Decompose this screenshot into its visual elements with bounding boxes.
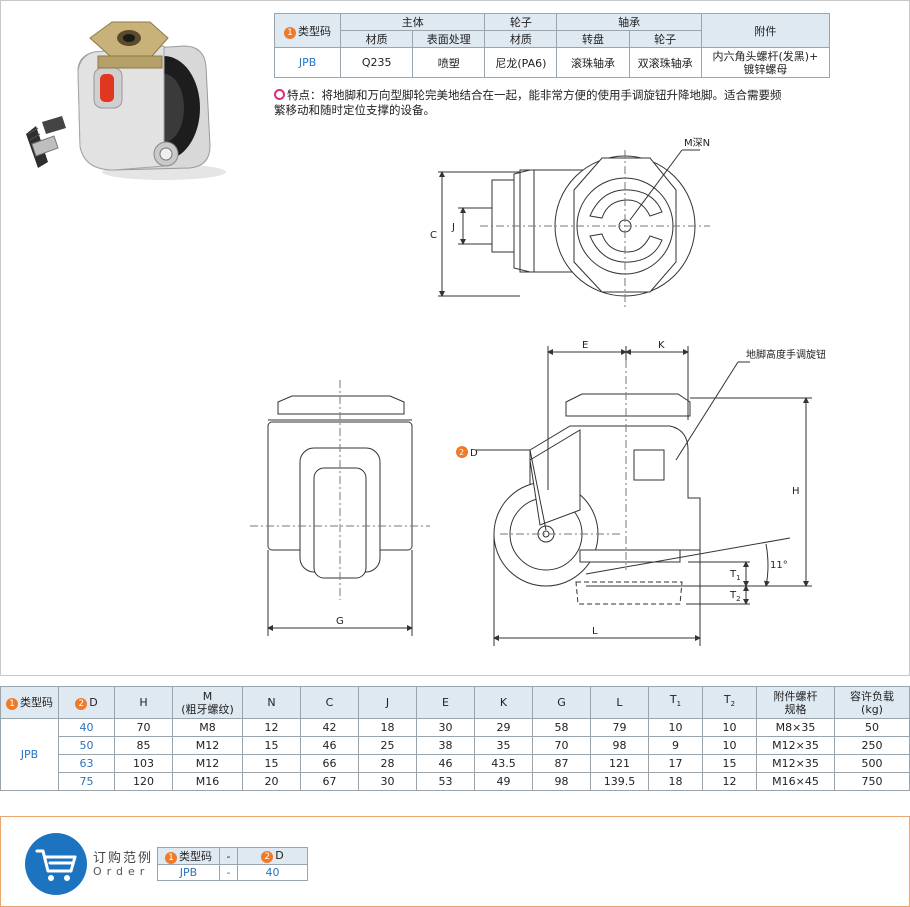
label-g: G xyxy=(336,616,344,627)
order-subtitle: Order xyxy=(93,865,150,878)
dim-header-j: J xyxy=(358,686,417,719)
order-title: 订购范例 xyxy=(93,851,154,866)
label-d: D xyxy=(470,448,478,459)
table-row: 50 85 M12 15 46 25 38 35 70 98 9 10 M12×… xyxy=(1,736,910,755)
swivel-value: 滚珠轴承 xyxy=(556,47,630,78)
label-k: K xyxy=(658,340,665,351)
label-knob: 地脚高度手调旋钮 xyxy=(746,348,826,361)
dim-header-g: G xyxy=(532,686,591,719)
label-m-depth: M深N xyxy=(684,137,710,149)
dim-type-code: JPB xyxy=(0,718,59,791)
product-photo xyxy=(26,21,226,180)
wheel-material-value: 尼龙(PA6) xyxy=(484,47,558,78)
accessory-group-header: 附件 xyxy=(700,13,831,48)
table-row: JPB 40 70 M8 12 42 18 30 29 58 79 10 10 … xyxy=(0,718,910,791)
body-group-header: 主体 xyxy=(340,13,486,31)
front-view xyxy=(250,380,430,636)
dim-header-e: E xyxy=(416,686,475,719)
label-c: C xyxy=(430,230,437,241)
wheel-bearing-value: 双滚珠轴承 xyxy=(628,47,702,78)
shopping-cart-icon xyxy=(25,833,87,895)
dim-header-t2: T2 xyxy=(702,686,757,719)
technical-drawing: M深N C J E K 地脚高度手调旋钮 2 D H G L T1 T2 11° xyxy=(250,137,826,646)
top-view xyxy=(438,149,710,310)
wheel-group-header: 轮子 xyxy=(484,13,558,31)
label-angle: 11° xyxy=(770,560,788,571)
swivel-header: 转盘 xyxy=(556,30,630,48)
material-header: 材质 xyxy=(340,30,414,48)
material-value: Q235 xyxy=(340,47,414,78)
dim-header-bolt: 附件螺杆规格 xyxy=(756,686,835,719)
surface-header: 表面处理 xyxy=(412,30,486,48)
accessory-value: 内六角头螺杆(发黑)+镀锌螺母 xyxy=(700,47,831,78)
side-view xyxy=(476,346,812,646)
bolt-image xyxy=(26,116,66,168)
label-h: H xyxy=(792,486,800,497)
table-row: 75 120 M16 20 67 30 53 49 98 139.5 18 12… xyxy=(1,772,910,791)
dim-header-h: H xyxy=(114,686,173,719)
dim-header-load: 容许负载(kg) xyxy=(834,686,910,719)
surface-value: 喷塑 xyxy=(412,47,486,78)
label-e: E xyxy=(582,340,588,351)
svg-text:2: 2 xyxy=(459,448,464,457)
label-t1: T1 xyxy=(729,569,741,582)
wheel-material-header: 材质 xyxy=(484,30,558,48)
feature-description: 特点：将地脚和万向型脚轮完美地结合在一起，能非常方便的使用手调旋钮升降地脚。适合… xyxy=(274,88,782,117)
dim-header-n: N xyxy=(242,686,301,719)
dim-header-c: C xyxy=(300,686,359,719)
dim-header-l: L xyxy=(590,686,649,719)
table-row: 63 103 M12 15 66 28 46 43.5 87 121 17 15… xyxy=(1,754,910,773)
dim-header-k: K xyxy=(474,686,533,719)
bearing-group-header: 轴承 xyxy=(556,13,702,31)
label-t2: T2 xyxy=(729,590,741,603)
dim-header-m: M(粗牙螺纹) xyxy=(172,686,243,719)
feature-bullet-icon xyxy=(274,89,285,100)
label-l: L xyxy=(592,626,598,637)
type-code-value: JPB xyxy=(273,47,342,78)
d-badge-icon xyxy=(456,446,468,458)
wheel-bearing-header: 轮子 xyxy=(628,30,702,48)
dim-header-t1: T1 xyxy=(648,686,703,719)
label-j: J xyxy=(451,222,455,233)
